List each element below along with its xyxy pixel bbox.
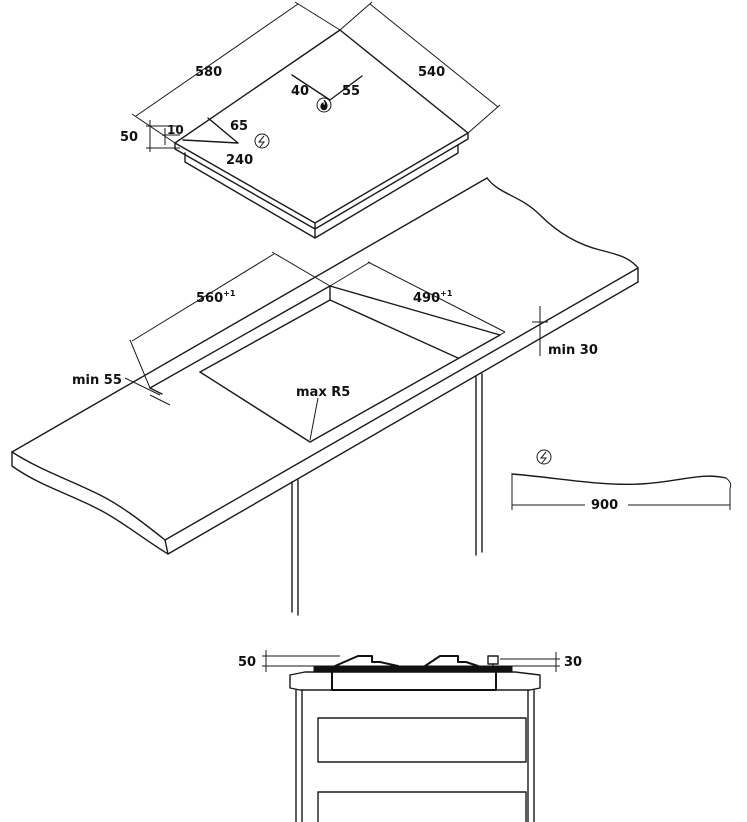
cutout-depth-value: 490 [413, 291, 440, 306]
hob-height-top-label: 10 [167, 123, 184, 137]
hob-dimensions [131, 1, 501, 152]
cutout-width-sup: +1 [223, 289, 236, 298]
hob-drawing [174, 29, 469, 239]
power-x-label: 65 [230, 119, 248, 134]
section-drawing [262, 650, 560, 822]
front-min-label: min 55 [72, 373, 122, 388]
gas-inlet-x-label: 40 [291, 84, 309, 99]
cutout-depth-sup: +1 [440, 289, 453, 298]
cutout-width-label: 560+1 [196, 289, 236, 306]
section-left-height-label: 50 [238, 655, 256, 670]
lightning-bolt-icon [254, 133, 270, 149]
corner-radius-label: max R5 [296, 385, 350, 400]
gas-inlet-y-label: 55 [342, 84, 360, 99]
power-y-label: 240 [226, 153, 253, 168]
worktop-drawing [11, 177, 639, 616]
worktop-min-label: min 30 [548, 343, 598, 358]
hob-width-label: 580 [195, 65, 222, 80]
hob-depth-label: 540 [418, 65, 445, 80]
cable-lightning-icon [536, 449, 552, 465]
gas-flame-icon [316, 97, 332, 113]
cutout-depth-label: 490+1 [413, 289, 453, 306]
section-right-height-label: 30 [564, 655, 582, 670]
cable-length-label: 900 [591, 498, 618, 513]
hob-height-total-label: 50 [120, 130, 138, 145]
cable-drawing [511, 473, 732, 510]
cutout-width-value: 560 [196, 291, 223, 306]
cutout-dimensions [124, 251, 548, 441]
